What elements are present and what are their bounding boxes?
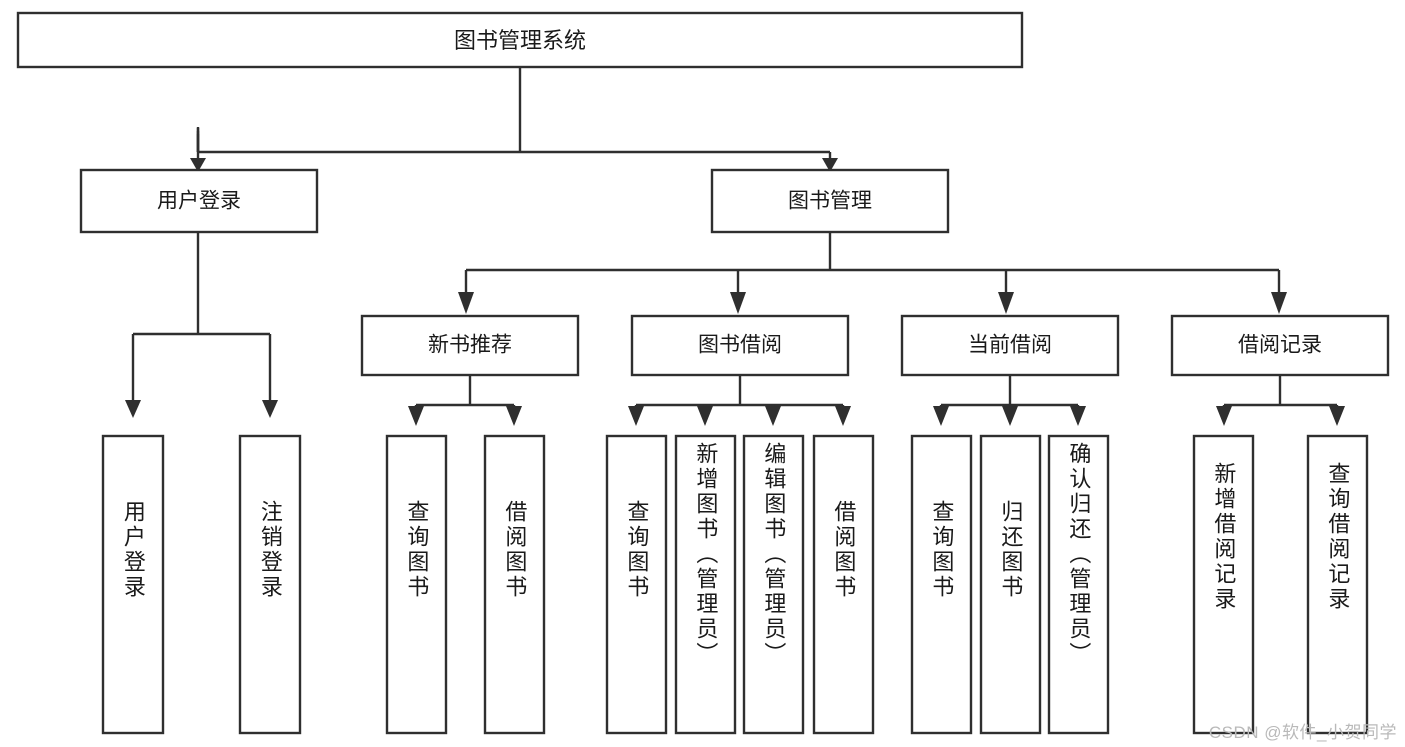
arrow-head-leaf-query-book-3: [933, 406, 949, 426]
node-box-leaf-return-book[interactable]: [979, 434, 1042, 735]
node-box-leaf-query-book-2[interactable]: [605, 434, 668, 735]
arrow-head-borrow-record: [1271, 292, 1287, 314]
node-box-group: 图书管理系统 用户登录 图书管理 新书推荐 图书借阅 当前借阅 借阅记录: [16, 11, 1390, 735]
node-box-leaf-query-record[interactable]: [1306, 434, 1369, 735]
node-box-leaf-borrow-book-2[interactable]: [812, 434, 875, 735]
node-box-leaf-user-logout[interactable]: [238, 434, 302, 735]
arrow-head-current-borrow: [998, 292, 1014, 314]
node-label-borrow-record: 借阅记录: [1238, 334, 1322, 357]
arrow-head-leaf-add-book: [697, 406, 713, 426]
node-box-leaf-edit-book[interactable]: [742, 434, 805, 735]
node-label-root: 图书管理系统: [454, 28, 586, 53]
watermark: CSDN @软件_小贺同学: [1208, 723, 1397, 742]
node-box-leaf-user-login[interactable]: [101, 434, 165, 735]
arrow-head-leaf-query-record: [1329, 406, 1345, 426]
node-box-leaf-add-record[interactable]: [1192, 434, 1255, 735]
node-box-current-borrow[interactable]: [900, 314, 1120, 377]
node-box-leaf-add-book[interactable]: [674, 434, 737, 735]
node-box-root[interactable]: [16, 11, 1024, 69]
node-label-new-book-rec: 新书推荐: [428, 334, 512, 357]
arrow-head-to-book-manage: [822, 158, 838, 172]
arrow-head-leaf-return-book: [1002, 406, 1018, 426]
node-box-new-book-rec[interactable]: [360, 314, 580, 377]
node-box-book-borrow[interactable]: [630, 314, 850, 377]
connector-group: [125, 67, 1345, 426]
node-box-leaf-query-book-1[interactable]: [385, 434, 448, 735]
arrow-head-leaf-user-logout: [262, 400, 278, 418]
node-box-book-manage[interactable]: [710, 168, 950, 234]
arrow-head-leaf-user-login: [125, 400, 141, 418]
arrow-head-leaf-confirm-return: [1070, 406, 1086, 426]
arrow-head-book-borrow: [730, 292, 746, 314]
node-label-user-login: 用户登录: [157, 190, 241, 213]
arrow-head-leaf-query-book-1: [408, 406, 424, 426]
arrow-head-leaf-query-book-2: [628, 406, 644, 426]
node-label-book-manage: 图书管理: [788, 190, 872, 213]
arrow-head-new-book-rec: [458, 292, 474, 314]
node-box-leaf-confirm-return[interactable]: [1047, 434, 1110, 735]
node-box-leaf-borrow-book-1[interactable]: [483, 434, 546, 735]
node-label-current-borrow: 当前借阅: [968, 334, 1052, 357]
node-box-user-login[interactable]: [79, 168, 319, 234]
node-box-leaf-query-book-3[interactable]: [910, 434, 973, 735]
node-box-borrow-record[interactable]: [1170, 314, 1390, 377]
arrow-head-leaf-borrow-book-2: [835, 406, 851, 426]
arrow-head-to-user-login: [190, 158, 206, 172]
arrow-head-leaf-add-record: [1216, 406, 1232, 426]
arrow-head-leaf-edit-book: [765, 406, 781, 426]
node-label-book-borrow: 图书借阅: [698, 334, 782, 357]
arrow-head-leaf-borrow-book-1: [506, 406, 522, 426]
